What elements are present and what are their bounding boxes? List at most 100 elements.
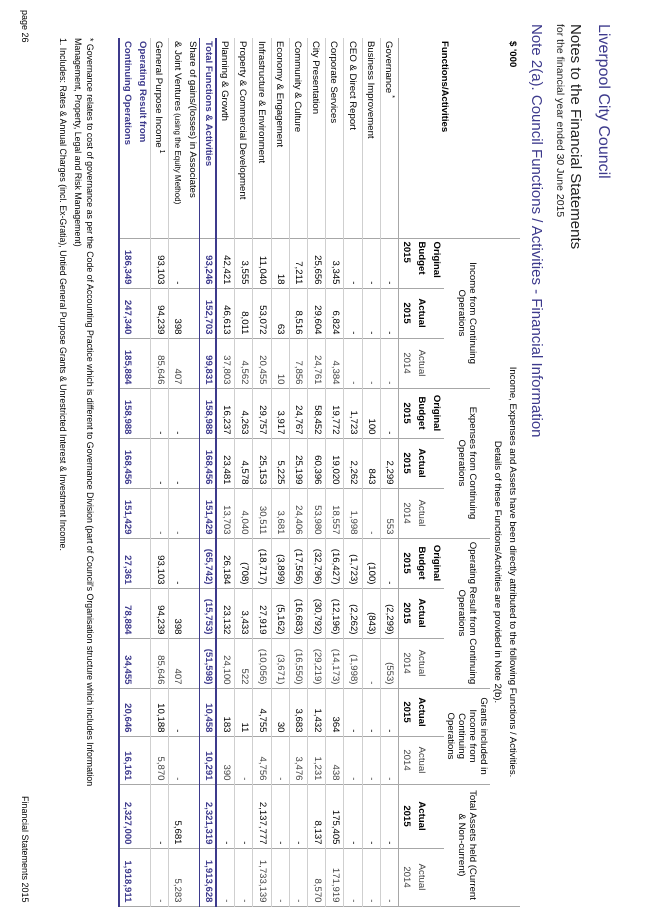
table-cell: - <box>362 736 381 784</box>
table-cell: - <box>362 488 381 538</box>
table-cell: (51,598) <box>199 638 217 688</box>
table-cell: 168,456 <box>199 438 217 488</box>
table-cell: 18 <box>271 238 290 288</box>
table-cell: - <box>234 736 253 784</box>
row-label: Infrastructure & Environment <box>253 38 272 238</box>
page-number: page 26 <box>20 10 30 43</box>
table-cell: 8,011 <box>234 288 253 338</box>
table-cell: 6,824 <box>325 288 344 338</box>
table-cell: 20,646 <box>118 688 135 736</box>
table-cell: 25,656 <box>307 238 326 288</box>
table-cell: (10,056) <box>253 638 272 688</box>
table-cell: (1,998) <box>343 638 363 688</box>
table-cell: (708) <box>234 538 253 588</box>
table-cell: - <box>362 288 381 338</box>
table-cell: 5,870 <box>150 736 169 784</box>
table-cell: 175,405 <box>325 784 344 848</box>
table-cell: 46,613 <box>216 288 235 338</box>
table-cell: 16,161 <box>118 736 135 784</box>
row-label-text: Corporate Services <box>328 41 340 124</box>
intro-row-2: Details of these Functions/Activities ar… <box>490 38 505 906</box>
row-label: & Joint Ventures (using the Equity Metho… <box>168 38 185 238</box>
row-label: Continuing Operations <box>118 38 135 238</box>
table-cell: 8,570 <box>307 848 326 906</box>
row-label: Planning & Growth <box>216 38 235 238</box>
table-cell: 25,153 <box>253 438 272 488</box>
table-cell: 3,433 <box>234 588 253 638</box>
table-cell: 26,184 <box>216 538 235 588</box>
table-cell: - <box>343 338 363 388</box>
table-cell: - <box>343 688 363 736</box>
table-cell: 3,476 <box>289 736 308 784</box>
intro-line-2: Details of these Functions/Activities ar… <box>490 238 505 906</box>
col-head-year: 2015 <box>398 438 414 488</box>
table-cell: (2,299) <box>380 588 399 638</box>
table-cell: - <box>343 784 363 848</box>
row-label-text: Governance <box>382 41 394 94</box>
col-head-year: 2014 <box>398 848 414 906</box>
table-cell: 843 <box>362 438 381 488</box>
table-cell: - <box>168 238 185 288</box>
table-cell: 11 <box>234 688 253 736</box>
table-cell: 407 <box>168 338 185 388</box>
table-cell: 23,481 <box>216 438 235 488</box>
table-cell: 1,913,628 <box>199 848 217 906</box>
table-cell: - <box>380 388 399 438</box>
table-cell: - <box>168 488 185 538</box>
table-cell: - <box>168 538 185 588</box>
table-cell: 5,283 <box>168 848 185 906</box>
col-head-actual: Actual <box>414 688 429 736</box>
col-head-year: 2015 <box>398 238 414 288</box>
table-cell: 42,421 <box>216 238 235 288</box>
table-cell: - <box>362 688 381 736</box>
col-head-actual: Actual <box>414 338 429 388</box>
table-cell: 3,917 <box>271 388 290 438</box>
table-cell: - <box>380 784 399 848</box>
table-cell: - <box>362 338 381 388</box>
table-cell: - <box>362 784 381 848</box>
table-cell: 10,458 <box>199 688 217 736</box>
table-cell: 60,396 <box>307 438 326 488</box>
row-label: Share of gains/(losses) in Associates <box>184 38 200 238</box>
row-label-text: CEO & Direct Report <box>346 41 358 131</box>
col-head-year: 2014 <box>398 488 414 538</box>
row-label: Property & Commercial Development <box>234 38 253 238</box>
table-cell: - <box>168 388 185 438</box>
table-cell: - <box>150 438 169 488</box>
col-head-year: 2014 <box>398 736 414 784</box>
table-cell: 37,803 <box>216 338 235 388</box>
table-cell: 364 <box>325 688 344 736</box>
table-cell: - <box>380 736 399 784</box>
table-cell: (14,173) <box>325 638 344 688</box>
table-cell: (29,219) <box>307 638 326 688</box>
table-cell: 8,516 <box>289 288 308 338</box>
table-cell: - <box>289 848 308 906</box>
table-cell: 4,384 <box>325 338 344 388</box>
row-label-text: Business Improvement <box>364 41 376 139</box>
table-cell: - <box>168 688 185 736</box>
intro-row: $ '000 Income, Expenses and Assets have … <box>505 38 520 906</box>
table-cell: 5,681 <box>168 784 185 848</box>
table-cell: (32,796) <box>307 538 326 588</box>
table-cell: - <box>150 784 169 848</box>
col-head-actual: Actual <box>414 736 429 784</box>
table-cell: 3,345 <box>325 238 344 288</box>
group-grants: Grants included in Income from Continuin… <box>444 688 490 784</box>
table-cell: 390 <box>216 736 235 784</box>
table-cell: - <box>150 388 169 438</box>
col-head-original: Original <box>429 238 444 288</box>
table-cell: 10,188 <box>150 688 169 736</box>
col-head-budget: Budget <box>414 538 429 588</box>
operating-result-label-2: Continuing Operations <box>122 41 134 145</box>
col-head-year: 2014 <box>398 338 414 388</box>
table-cell: (3,899) <box>271 538 290 588</box>
footnote-governance-cont: Management, Property, Legal and Risk Man… <box>73 38 83 247</box>
col-head-actual: Actual <box>414 438 429 488</box>
table-cell: 158,988 <box>118 388 135 438</box>
